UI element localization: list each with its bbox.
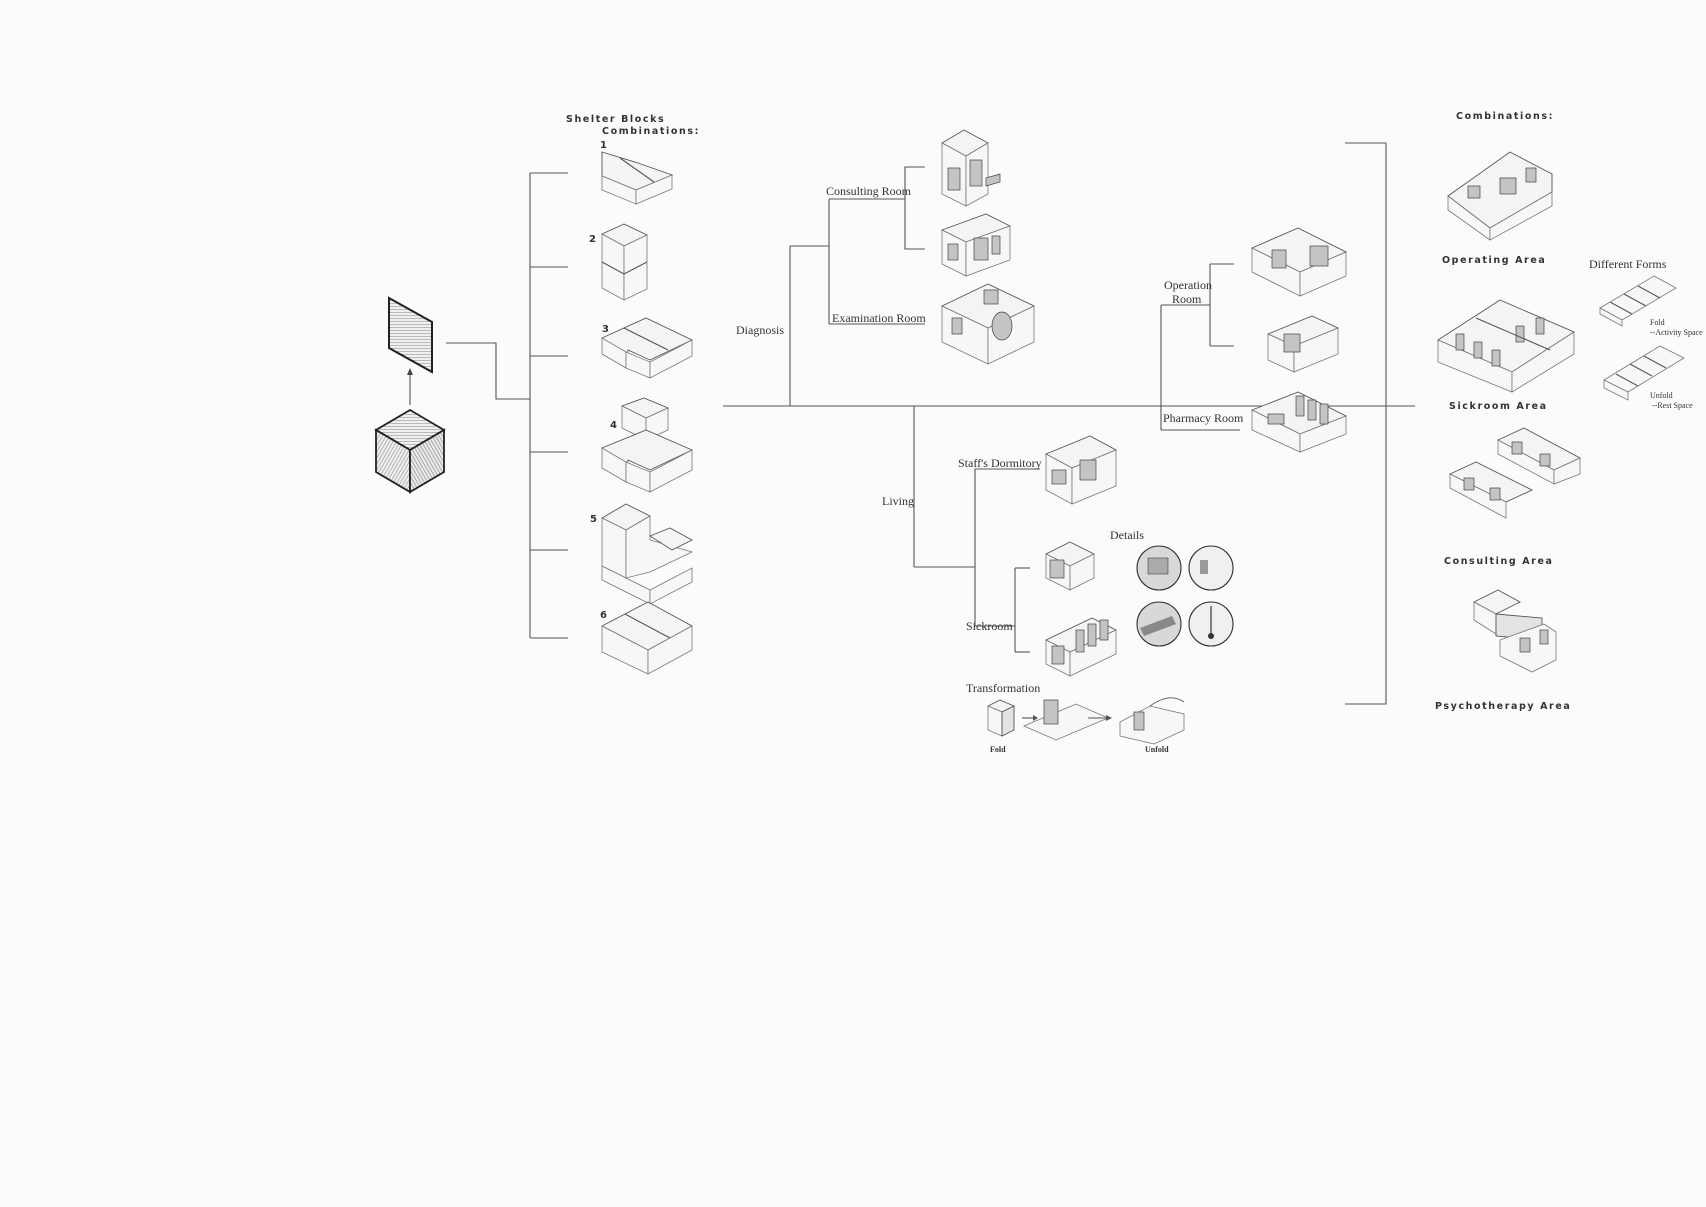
label-living: Living	[882, 494, 914, 508]
consulting-room-module-b	[940, 213, 1012, 277]
block-number: 3	[602, 324, 609, 335]
label-diagnosis: Diagnosis	[736, 323, 784, 337]
block-3: 3	[601, 317, 694, 379]
detail-circle	[1188, 545, 1234, 591]
block-number: 5	[590, 514, 597, 525]
transformation-sequence	[986, 697, 1185, 745]
label-fold: Fold	[990, 745, 1006, 754]
arrow-up-icon	[407, 368, 413, 405]
block-2: 2	[589, 223, 649, 301]
block-1: 1	[600, 140, 674, 205]
label-rest-space: --Rest Space	[1652, 401, 1693, 410]
label-operation-line2: Room	[1172, 292, 1202, 306]
operation-room-module-a	[1250, 227, 1348, 297]
consulting-area-model	[1448, 427, 1582, 519]
pharmacy-room-module	[1250, 391, 1348, 453]
block-number: 4	[610, 420, 617, 431]
label-consulting-room: Consulting Room	[826, 184, 912, 198]
label-fold-form: Fold	[1650, 318, 1665, 327]
label-staffs-dormitory: Staff's Dormitory	[958, 456, 1042, 470]
label-details: Details	[1110, 528, 1144, 542]
label-operating-area: Operating Area	[1442, 255, 1546, 266]
consulting-room-module-a	[941, 129, 1001, 207]
label-different-forms: Different Forms	[1589, 257, 1667, 271]
block-4: 4	[601, 397, 694, 493]
psychotherapy-area-model	[1473, 589, 1557, 673]
staffs-dormitory-module	[1044, 435, 1118, 505]
unfold-form-model	[1603, 345, 1685, 401]
details-circles	[1136, 545, 1234, 647]
label-transformation: Transformation	[966, 681, 1040, 695]
label-operation-line1: Operation	[1164, 278, 1212, 292]
fold-form-model	[1599, 275, 1677, 327]
combinations-title: Combinations:	[1456, 111, 1554, 122]
block-6: 6	[600, 601, 693, 675]
label-consulting-area: Consulting Area	[1444, 556, 1554, 567]
block-number: 2	[589, 234, 596, 245]
sickroom-area-model	[1437, 299, 1575, 393]
tree-lines-blocks	[446, 172, 568, 639]
sickroom-module-a	[1044, 541, 1096, 591]
sickroom-module-b	[1044, 617, 1118, 677]
panel-element	[388, 296, 433, 374]
block-5: 5	[590, 503, 694, 605]
label-activity-space: --Activity Space	[1650, 328, 1703, 337]
block-number: 1	[600, 140, 607, 151]
shelter-blocks-subtitle: Combinations:	[602, 126, 700, 137]
label-examination-room: Examination Room	[832, 311, 926, 325]
block-number: 6	[600, 610, 607, 621]
label-psychotherapy-area: Psychotherapy Area	[1435, 701, 1571, 712]
label-unfold: Unfold	[1145, 745, 1169, 754]
label-unfold-form: Unfold	[1650, 391, 1673, 400]
examination-room-module	[940, 283, 1036, 365]
cube-element	[374, 408, 446, 494]
operation-room-module-b	[1266, 315, 1340, 373]
label-sickroom-area: Sickroom Area	[1449, 401, 1548, 412]
shelter-blocks-title: Shelter Blocks	[566, 114, 665, 125]
operating-area-model	[1447, 151, 1553, 241]
label-pharmacy-room: Pharmacy Room	[1163, 411, 1244, 425]
label-sickroom: Sickroom	[966, 619, 1013, 633]
